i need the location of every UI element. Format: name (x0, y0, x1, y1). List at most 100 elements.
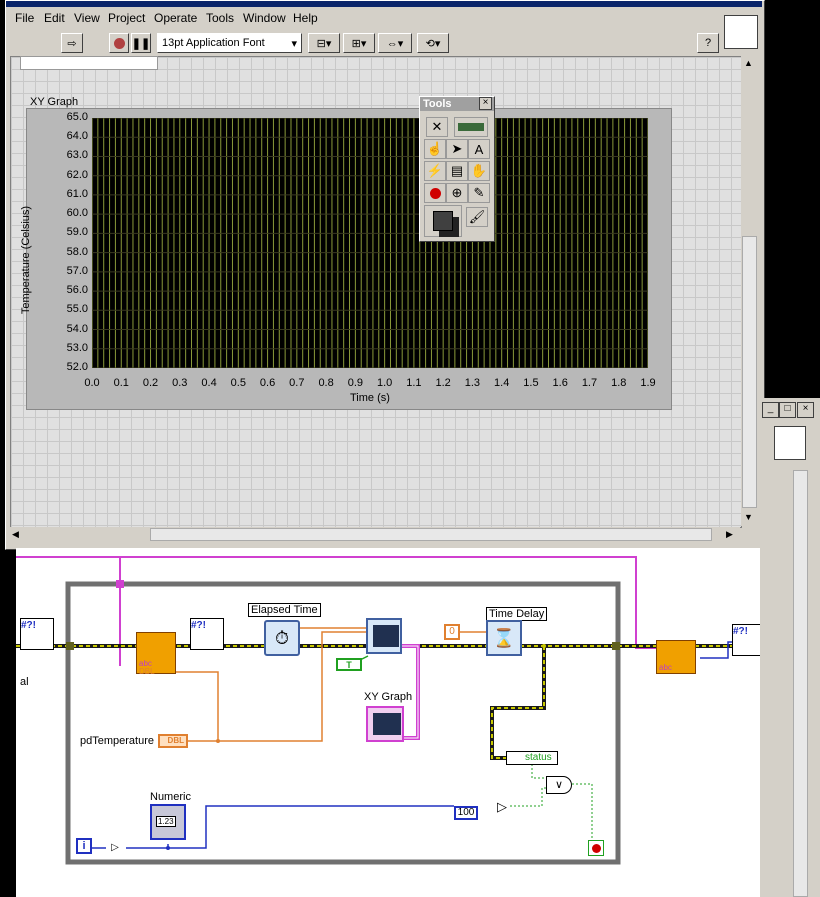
tools-title-bar[interactable]: Tools × (420, 97, 494, 111)
auto-select-indicator[interactable] (454, 117, 488, 137)
text-tool-icon[interactable]: A (468, 139, 490, 159)
menu-tools[interactable]: Tools (206, 11, 235, 25)
wiring-tool-icon[interactable]: ⚡ (424, 161, 446, 181)
y-tick-label: 53.0 (66, 341, 88, 354)
run-button[interactable]: ⇨ (61, 33, 83, 53)
menu-project[interactable]: Project (108, 11, 146, 25)
scroll-up-icon[interactable]: ▲ (744, 58, 753, 68)
tools-palette: Tools × ✕ ☝ ➤ A ⚡ ▤ ✋ ⊕ ✎ 🖌 (419, 96, 495, 242)
breakpoint-tool-icon[interactable] (424, 183, 446, 203)
vi-icon[interactable] (774, 426, 806, 460)
set-color-tool-icon[interactable] (424, 205, 462, 237)
loop-condition-terminal[interactable] (588, 840, 604, 856)
scroll-thumb[interactable] (742, 236, 757, 508)
wires (16, 556, 810, 865)
build-xy-graph-express-vi[interactable] (366, 618, 402, 654)
font-select[interactable]: 13pt Application Font ▾ (157, 33, 302, 53)
error-handler-node[interactable]: #?! (190, 618, 224, 650)
increment-function[interactable]: ▷ (104, 840, 126, 856)
scroll-tool-icon[interactable]: ✋ (468, 161, 490, 181)
get-color-tool-icon[interactable]: ✎ (468, 183, 490, 203)
menu-window[interactable]: Window (243, 11, 286, 25)
paint-brush-icon[interactable]: 🖌 (466, 207, 488, 227)
constant-100[interactable]: 100 (454, 806, 478, 820)
distribute-icon: ⊞▾ (351, 37, 367, 50)
partial-control[interactable] (20, 56, 158, 70)
scroll-right-icon[interactable]: ▶ (726, 529, 733, 539)
align-objects-button[interactable]: ⊟▾ (308, 33, 340, 53)
time-delay-express-vi[interactable]: ⌛ (486, 620, 522, 656)
graph-icon (373, 625, 399, 647)
reorder-button[interactable]: ⟲▾ (417, 33, 449, 53)
pause-button[interactable]: ❚❚ (131, 33, 151, 53)
error-cluster-icon: #?! (191, 620, 206, 631)
operate-tool-icon[interactable]: ☝ (424, 139, 446, 159)
probe-tool-icon[interactable]: ⊕ (446, 183, 468, 203)
vertical-scrollbar-2[interactable] (793, 470, 808, 897)
minimize-button[interactable]: _ (762, 402, 779, 418)
elapsed-time-express-vi[interactable]: ⏱ (264, 620, 300, 656)
x-tick-label: 0.2 (142, 377, 159, 389)
plot-grid (92, 118, 648, 368)
unbundle-status-node[interactable]: status (506, 751, 558, 765)
chevron-down-icon: ▾ (291, 37, 297, 50)
help-button[interactable]: ? (697, 33, 719, 53)
y-tick-label: 54.0 (66, 322, 88, 335)
scroll-left-icon[interactable]: ◀ (12, 529, 19, 539)
block-diagram[interactable]: #?! al abc DBL #?! Elapsed Time ⏱ T XY G… (16, 548, 810, 897)
menu-operate[interactable]: Operate (154, 11, 198, 25)
pd-temperature-label: pdTemperature (80, 735, 154, 747)
zero-constant[interactable]: 0 (444, 624, 460, 640)
format-string-node[interactable]: abc DBL (136, 632, 176, 676)
y-tick-label: 65.0 (66, 111, 88, 123)
tools-close-button[interactable]: × (479, 97, 492, 110)
menu-view[interactable]: View (74, 11, 100, 25)
y-tick-label: 60.0 (66, 207, 88, 220)
distribute-objects-button[interactable]: ⊞▾ (343, 33, 375, 53)
pause-icon: ❚❚ (131, 37, 151, 50)
vertical-scrollbar[interactable]: ▲ ▼ (741, 56, 757, 526)
pd-temperature-terminal[interactable]: DBL (158, 734, 188, 748)
numeric-value: 1.23 (156, 816, 176, 827)
reorder-icon: ⟲▾ (425, 37, 441, 50)
run-arrow-icon: ⇨ (67, 37, 77, 50)
equal-function[interactable]: ▷ (492, 798, 512, 816)
auto-tool-icon[interactable]: ✕ (426, 117, 448, 137)
maximize-button[interactable]: □ (779, 402, 796, 418)
equal-icon: ▷ (497, 799, 507, 814)
vi-icon[interactable] (724, 15, 758, 49)
error-in-terminal[interactable]: #?! (20, 618, 54, 650)
numeric-indicator-terminal[interactable]: 1.23 (150, 804, 186, 840)
menu-help[interactable]: Help (293, 11, 318, 25)
position-tool-icon[interactable]: ➤ (446, 139, 468, 159)
color-swatch-icon (433, 211, 453, 231)
format-string-node-2[interactable]: abc (656, 640, 696, 674)
or-function[interactable]: ∨ (546, 776, 572, 794)
x-tick-label: 0.5 (230, 377, 246, 389)
x-tick-label: 1.0 (376, 377, 393, 389)
graph-icon (373, 713, 401, 735)
xy-graph-terminal[interactable] (366, 706, 404, 742)
increment-icon: ▷ (111, 842, 119, 853)
true-constant[interactable]: T (336, 658, 362, 671)
y-tick-label: 63.0 (66, 149, 88, 162)
breakpoint-icon (429, 187, 441, 199)
menu-file[interactable]: File (15, 11, 35, 25)
y-tick-label: 58.0 (66, 245, 88, 258)
hscroll-thumb[interactable] (150, 528, 712, 541)
abort-button[interactable] (109, 33, 129, 53)
dbl-terminal: DBL (139, 667, 155, 676)
scroll-down-icon[interactable]: ▼ (744, 512, 753, 522)
menu-edit[interactable]: Edit (44, 11, 65, 25)
led-icon (458, 123, 484, 131)
horizontal-scrollbar[interactable]: ◀ ▶ (10, 527, 740, 542)
title-bar[interactable] (6, 1, 762, 7)
close-button[interactable]: × (797, 402, 814, 418)
or-gate-icon: ∨ (554, 779, 564, 791)
help-icon: ? (704, 37, 712, 49)
resize-objects-button[interactable]: ⇔▾ (378, 33, 412, 53)
shortcut-menu-tool-icon[interactable]: ▤ (446, 161, 468, 181)
x-tick-label: 0.4 (201, 377, 217, 389)
stop-icon (113, 37, 125, 49)
plot-area[interactable] (92, 118, 648, 368)
